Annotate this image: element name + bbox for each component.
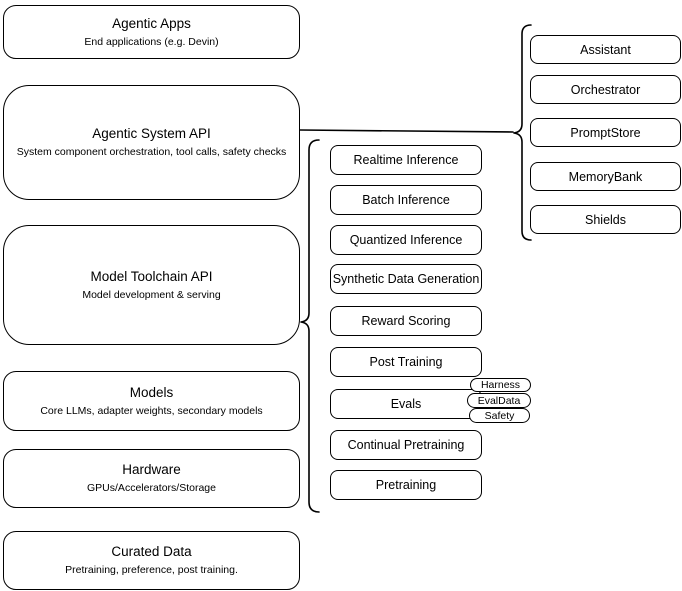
node-eval-tag-harness: Harness: [470, 378, 531, 392]
node-synthetic-data-generation: Synthetic Data Generation: [330, 264, 482, 294]
node-label: Batch Inference: [362, 193, 450, 207]
node-memorybank: MemoryBank: [530, 162, 681, 191]
node-label: Continual Pretraining: [347, 438, 465, 452]
node-eval-tag-evaldata: EvalData: [467, 393, 531, 408]
node-subtitle: Pretraining, preference, post training.: [65, 564, 238, 577]
node-model-toolchain-api: Model Toolchain API Model development & …: [3, 225, 300, 345]
node-orchestrator: Orchestrator: [530, 75, 681, 104]
node-label: Realtime Inference: [353, 153, 459, 167]
node-label: Quantized Inference: [349, 233, 463, 247]
node-title: Agentic System API: [92, 126, 211, 142]
node-label: Reward Scoring: [361, 314, 451, 328]
node-shields: Shields: [530, 205, 681, 234]
system-components-brace: [513, 24, 532, 241]
node-label: Synthetic Data Generation: [332, 272, 480, 286]
node-agentic-system-api: Agentic System API System component orch…: [3, 85, 300, 200]
node-subtitle: System component orchestration, tool cal…: [16, 146, 287, 159]
node-pretraining: Pretraining: [330, 470, 482, 500]
node-reward-scoring: Reward Scoring: [330, 306, 482, 336]
pill-label: Harness: [480, 379, 521, 391]
node-curated-data: Curated Data Pretraining, preference, po…: [3, 531, 300, 590]
toolchain-brace: [300, 139, 320, 513]
node-title: Curated Data: [111, 544, 192, 560]
node-agentic-apps: Agentic Apps End applications (e.g. Devi…: [3, 5, 300, 59]
node-label: Shields: [585, 212, 626, 227]
node-hardware: Hardware GPUs/Accelerators/Storage: [3, 449, 300, 508]
node-subtitle: End applications (e.g. Devin): [84, 35, 219, 48]
node-eval-tag-safety: Safety: [469, 408, 530, 423]
pill-label: EvalData: [477, 394, 521, 407]
node-title: Agentic Apps: [112, 15, 191, 31]
node-label: Pretraining: [375, 478, 437, 492]
system-api-connector-line: [299, 129, 514, 133]
node-title: Hardware: [122, 462, 181, 478]
node-continual-pretraining: Continual Pretraining: [330, 430, 482, 460]
node-title: Model Toolchain API: [90, 268, 213, 284]
node-assistant: Assistant: [530, 35, 681, 64]
node-label: Evals: [390, 397, 422, 411]
node-promptstore: PromptStore: [530, 118, 681, 147]
node-label: Assistant: [580, 42, 631, 57]
node-subtitle: Model development & serving: [82, 288, 221, 301]
node-label: Orchestrator: [570, 82, 641, 97]
node-title: Models: [129, 384, 174, 400]
node-models: Models Core LLMs, adapter weights, secon…: [3, 371, 300, 431]
node-label: Post Training: [369, 355, 443, 369]
node-quantized-inference: Quantized Inference: [330, 225, 482, 255]
node-subtitle: Core LLMs, adapter weights, secondary mo…: [40, 404, 263, 417]
pill-label: Safety: [484, 409, 515, 422]
node-label: PromptStore: [570, 125, 641, 140]
node-evals: Evals: [330, 389, 482, 419]
node-post-training: Post Training: [330, 347, 482, 377]
node-realtime-inference: Realtime Inference: [330, 145, 482, 175]
node-subtitle: GPUs/Accelerators/Storage: [87, 482, 216, 495]
node-label: MemoryBank: [568, 169, 643, 184]
node-batch-inference: Batch Inference: [330, 185, 482, 215]
